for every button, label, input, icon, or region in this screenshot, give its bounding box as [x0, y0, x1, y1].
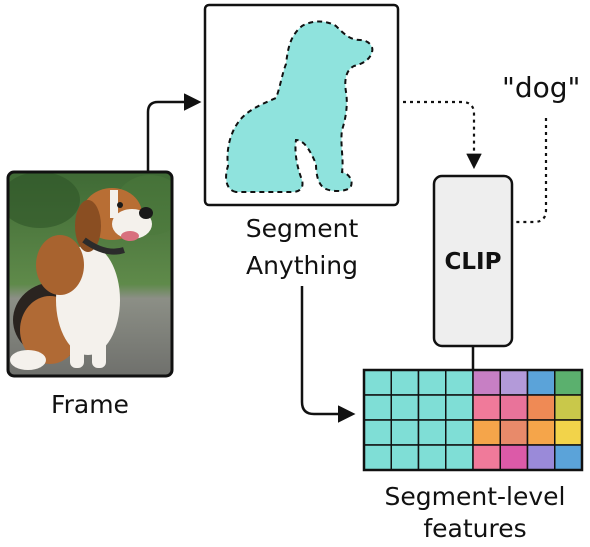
dotted-arrow-segmenter-to-clip: [403, 100, 482, 170]
feature-cell: [390, 394, 420, 421]
arrow-segmenter-to-features: [300, 286, 356, 423]
feature-cell: [363, 394, 392, 421]
feature-cell: [526, 369, 556, 396]
feature-cell: [390, 369, 420, 396]
feature-cell: [554, 419, 583, 446]
feature-cell: [445, 369, 474, 396]
feature-cell: [499, 419, 529, 446]
feature-cell: [417, 369, 447, 396]
features-label-line1: Segment-level: [384, 482, 566, 511]
feature-cell: [526, 394, 556, 421]
feature-cell: [445, 419, 474, 446]
arrow-frame-to-segmenter: [146, 93, 202, 172]
dotted-line-query-to-clip: [514, 118, 548, 224]
feature-cell: [363, 444, 392, 471]
clip-label: CLIP: [444, 249, 502, 275]
feature-grid: [363, 369, 583, 471]
feature-cell: [445, 394, 474, 421]
segmenter-label-line2: Anything: [245, 251, 359, 280]
feature-cell: [472, 419, 501, 446]
feature-cell: [363, 419, 392, 446]
feature-cell: [472, 369, 501, 396]
segmenter-box: [203, 3, 400, 207]
features-label-line2: features: [423, 514, 527, 543]
feature-cell: [417, 444, 447, 471]
dog-silhouette-mask-icon: [225, 20, 374, 193]
feature-cell: [363, 369, 392, 396]
feature-cell: [499, 369, 529, 396]
feature-grid-border: [362, 368, 584, 472]
frame-label: Frame: [51, 390, 129, 419]
feature-cell: [445, 444, 474, 471]
feature-cell: [472, 394, 501, 421]
feature-cell: [554, 444, 583, 471]
feature-cell: [390, 419, 420, 446]
feature-cell: [472, 444, 501, 471]
feature-cell: [417, 419, 447, 446]
feature-cell: [554, 369, 583, 396]
feature-cell: [417, 394, 447, 421]
query-text-label: "dog": [502, 71, 581, 104]
feature-cell: [526, 444, 556, 471]
beagle-dog-icon: [10, 188, 153, 370]
feature-cell: [554, 394, 583, 421]
feature-cell: [526, 419, 556, 446]
feature-cell: [499, 394, 529, 421]
feature-cell: [499, 444, 529, 471]
frame-photo: [6, 170, 174, 378]
segmenter-label-line1: Segment: [245, 214, 359, 243]
feature-cell: [390, 444, 420, 471]
